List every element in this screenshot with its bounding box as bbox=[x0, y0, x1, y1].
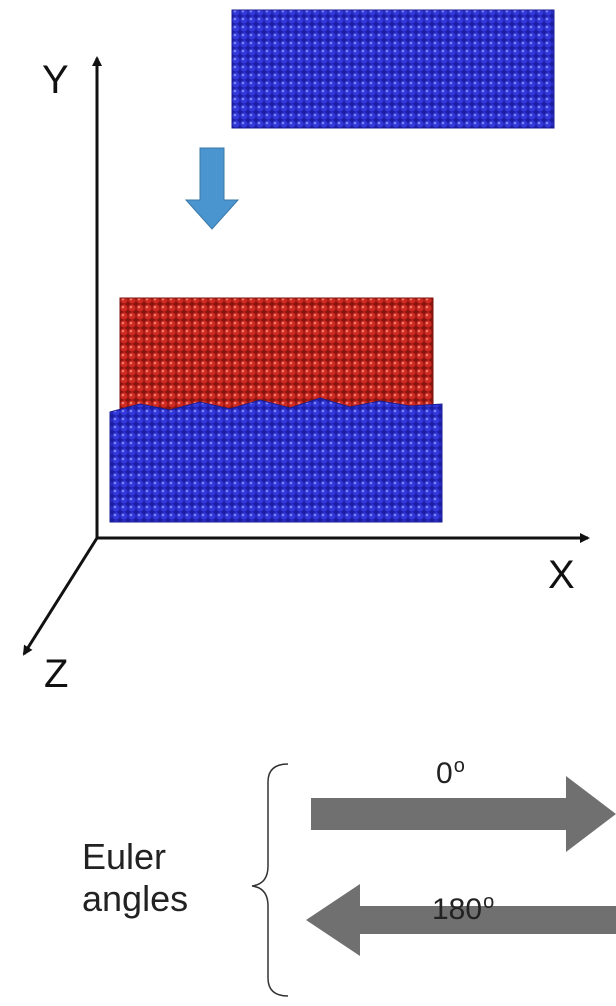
euler-label-line1: Euler bbox=[82, 836, 167, 877]
bottom-blue-slab bbox=[109, 397, 443, 523]
x-axis-label: X bbox=[548, 553, 575, 597]
move-down-arrow-icon bbox=[184, 147, 240, 230]
arrow-right-icon bbox=[311, 776, 616, 852]
y-axis-label: Y bbox=[42, 58, 69, 102]
angle-top-label: 0o bbox=[436, 756, 465, 789]
euler-label: Euler angles bbox=[82, 836, 188, 920]
z-axis-label: Z bbox=[44, 652, 69, 696]
euler-label-line2: angles bbox=[82, 878, 189, 919]
angle-bottom-label: 180o bbox=[432, 892, 494, 925]
red-slab bbox=[119, 297, 434, 412]
z-axis bbox=[22, 537, 99, 656]
top-blue-slab bbox=[231, 9, 555, 129]
degree-mark-top: o bbox=[453, 755, 465, 777]
angle-top-value: 0 bbox=[436, 757, 453, 790]
degree-mark-bottom: o bbox=[483, 891, 495, 913]
angle-bottom-value: 180 bbox=[432, 893, 483, 926]
curly-brace bbox=[251, 763, 289, 997]
arrow-left-icon bbox=[306, 884, 616, 956]
